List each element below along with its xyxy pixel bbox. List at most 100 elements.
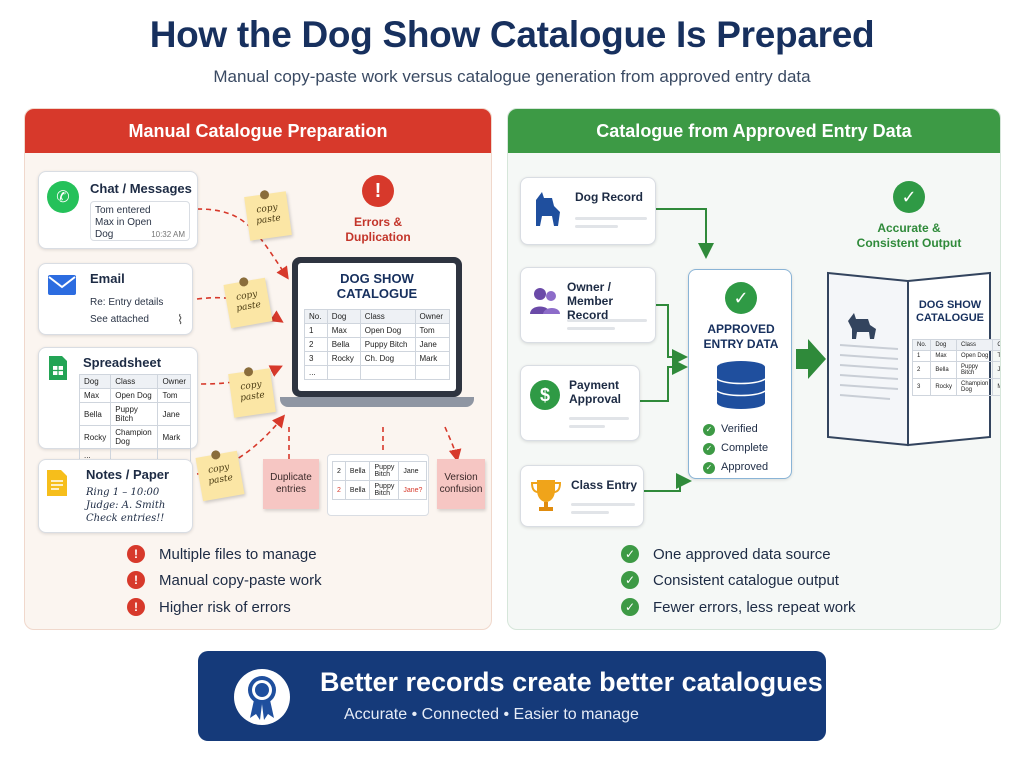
notes-card-title: Notes / Paper	[86, 467, 170, 482]
table-cell: Jane	[398, 461, 428, 481]
check-icon: ✓	[725, 282, 757, 314]
table-cell: Bella	[78, 402, 112, 426]
attachment-icon: ⌇	[177, 312, 184, 327]
table-cell: 2	[332, 461, 346, 481]
copy-paste-note: copy paste	[223, 276, 273, 329]
table-header: Dog	[326, 309, 361, 324]
check-icon: ✓	[893, 181, 925, 213]
trophy-icon	[530, 478, 562, 517]
table-cell: Jane	[157, 402, 191, 426]
warning-icon: !	[127, 545, 145, 563]
table-cell: Puppy Bitch	[956, 361, 994, 379]
email-icon	[47, 274, 77, 301]
table-cell	[359, 365, 416, 380]
owner-record-card: Owner / Member Record	[520, 267, 656, 343]
errors-label-text: Errors & Duplication	[345, 215, 411, 244]
laptop-base	[280, 397, 474, 407]
copy-paste-label: copy paste	[255, 202, 282, 227]
notes-line-3: Check entries!!	[86, 513, 165, 524]
chat-card-title: Chat / Messages	[90, 181, 192, 196]
table-cell: Rocky	[930, 378, 958, 396]
notes-line-2: Judge: A. Smith	[86, 500, 166, 511]
rosette-icon	[234, 669, 290, 725]
payment-title-line: Payment	[569, 378, 620, 392]
check-icon: ✓	[703, 423, 715, 436]
table-cell: 2	[332, 480, 346, 500]
check-icon: ✓	[621, 598, 639, 616]
owner-record-title-line: Owner /	[567, 280, 612, 294]
errors-label: Errors & Duplication	[325, 215, 431, 245]
dog-icon	[530, 188, 564, 233]
check-label: Verified	[721, 423, 758, 435]
table-cell	[326, 365, 361, 380]
chat-bubble: Tom entered Max in Open Dog 10:32 AM	[90, 201, 190, 241]
table-header: Dog	[930, 339, 958, 351]
dog-icon	[848, 313, 876, 339]
chat-card: ✆ Chat / Messages Tom entered Max in Ope…	[38, 171, 198, 249]
check-icon: ✓	[621, 545, 639, 563]
class-entry-title: Class Entry	[571, 478, 638, 492]
manual-panel: Manual Catalogue Preparation ✆ Chat / Me…	[24, 108, 492, 630]
check-icon: ✓	[703, 461, 715, 474]
placeholder-lines	[567, 314, 647, 330]
table-header: Owner	[414, 309, 450, 324]
output-label: Accurate & Consistent Output	[848, 221, 970, 251]
approved-title-line: ENTRY DATA	[703, 337, 779, 351]
page-title: How the Dog Show Catalogue Is Prepared	[149, 14, 875, 55]
table-cell: Open Dog	[359, 323, 416, 338]
warning-icon: !	[127, 598, 145, 616]
manual-panel-heading: Manual Catalogue Preparation	[25, 109, 491, 153]
approved-panel: Catalogue from Approved Entry Data Dog R…	[507, 108, 1001, 630]
copy-paste-label: copy paste	[235, 289, 262, 315]
duplicate-label: Duplicate entries	[270, 472, 312, 495]
table-cell: Jane	[992, 361, 1000, 379]
table-cell: Jane	[414, 337, 450, 352]
class-entry-card: Class Entry	[520, 465, 644, 527]
manual-bullet: !Higher risk of errors	[127, 598, 291, 616]
members-icon	[529, 286, 561, 321]
table-cell: 3	[911, 378, 932, 396]
table-cell: Tom	[414, 323, 450, 338]
table-cell: Tom	[157, 388, 191, 403]
table-cell: Max	[326, 323, 361, 338]
table-header: Class	[110, 374, 159, 389]
notes-handwriting: Ring 1 – 10:00 Judge: A. Smith Check ent…	[86, 486, 165, 525]
spreadsheet-card-title: Spreadsheet	[83, 355, 162, 370]
copy-paste-note: copy paste	[244, 189, 292, 241]
dollar-icon: $	[530, 380, 560, 410]
notes-card: Notes / Paper Ring 1 – 10:00 Judge: A. S…	[38, 459, 193, 533]
table-cell	[414, 365, 450, 380]
bullet-text: Multiple files to manage	[159, 545, 317, 563]
payment-title-line: Approval	[569, 392, 622, 406]
approved-entry-data-card: ✓ APPROVED ENTRY DATA ✓Verified ✓Complet…	[688, 269, 792, 479]
table-cell: 3	[304, 351, 328, 366]
bullet-text: Consistent catalogue output	[653, 571, 839, 589]
check-label: Complete	[721, 442, 769, 454]
manual-bullet: ! Multiple files to manage	[127, 545, 317, 563]
payment-approval-card: $ Payment Approval	[520, 365, 640, 441]
catalogue-title-line: CATALOGUE	[336, 286, 418, 301]
placeholder-lines	[575, 212, 647, 228]
banner-subtitle: Accurate • Connected • Easier to manage	[344, 706, 639, 723]
table-cell: Bella	[344, 461, 371, 481]
table-cell: 1	[304, 323, 328, 338]
table-cell: Puppy Bitch	[369, 461, 400, 481]
table-cell: ...	[304, 365, 328, 380]
check-row: ✓ Verified	[703, 420, 768, 439]
table-cell: Mark	[414, 351, 450, 366]
table-cell: Bella	[930, 361, 958, 379]
bullet-text: One approved data source	[653, 545, 831, 563]
table-header: Owner	[992, 339, 1000, 351]
approval-checks: ✓Verified ✓Complete ✓Approved	[703, 420, 768, 477]
table-cell: Champion Dog	[110, 425, 159, 449]
table-cell: 2	[304, 337, 328, 352]
table-cell: Mark	[992, 378, 1000, 396]
notes-line-1: Ring 1 – 10:00	[86, 487, 160, 498]
